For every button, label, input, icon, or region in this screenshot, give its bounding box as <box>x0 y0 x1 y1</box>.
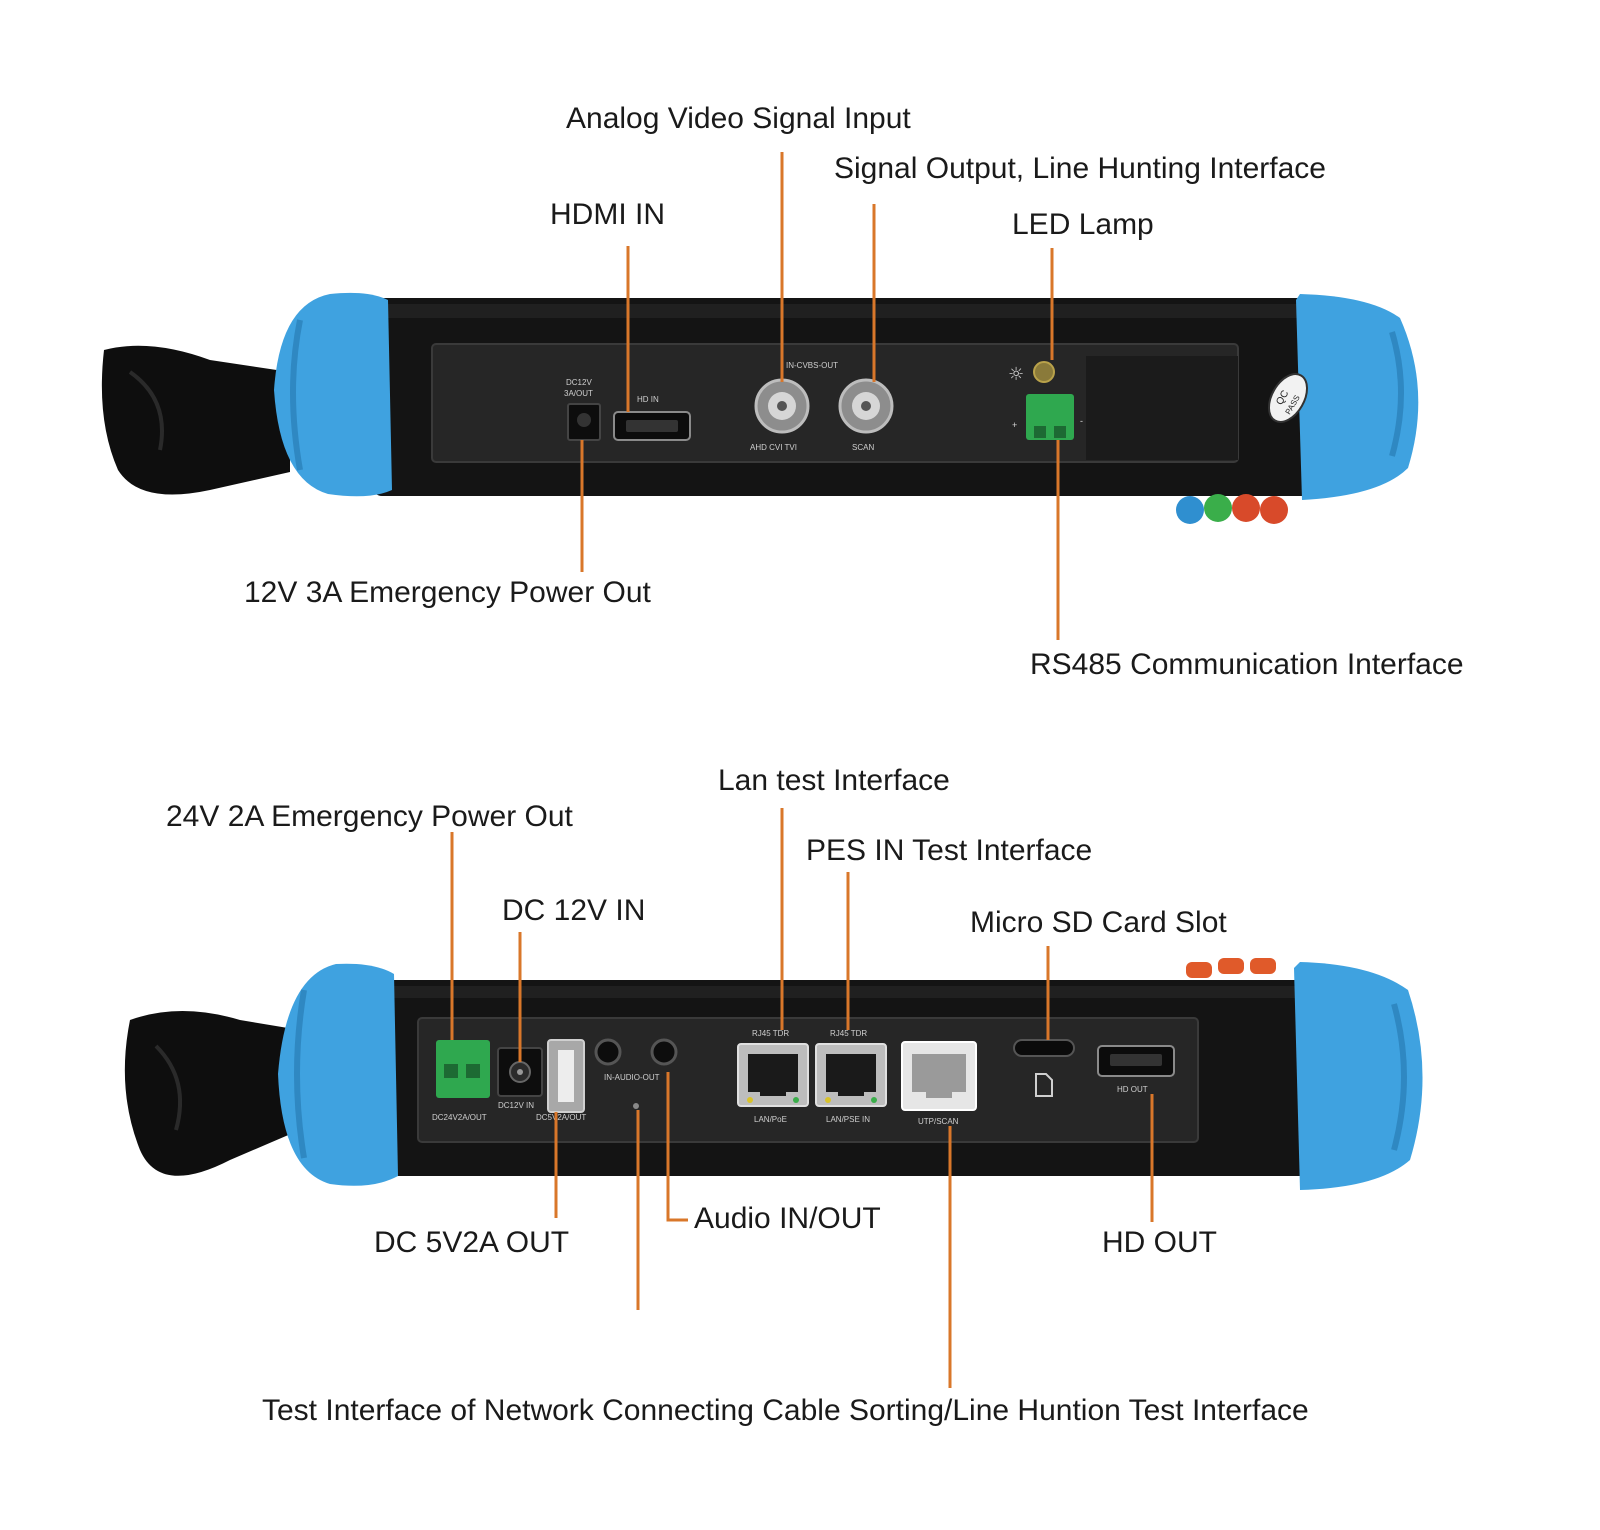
top-marking-hd-in: HD IN <box>637 395 659 404</box>
top-marking-dc12v: DC12V <box>566 378 592 387</box>
top-left-bumper <box>274 292 392 497</box>
label-hd-out: HD OUT <box>1102 1226 1217 1259</box>
top-right-bumper <box>1296 294 1419 500</box>
bottom-marking-hd-out: HD OUT <box>1117 1085 1148 1094</box>
rj45-port-lan-poe <box>737 1043 809 1107</box>
label-audio-in-out: Audio IN/OUT <box>694 1202 881 1235</box>
label-cable-sorting-test: Test Interface of Network Connecting Cab… <box>262 1394 1309 1427</box>
bnc-connector-in <box>754 378 810 434</box>
top-marking-minus: - <box>1080 416 1083 426</box>
qc-pass-sticker: QC PASS <box>1268 373 1308 423</box>
bottom-marking-dc12v-in: DC12V IN <box>498 1101 534 1110</box>
label-signal-output-line-hunting: Signal Output, Line Hunting Interface <box>834 152 1326 185</box>
bottom-marking-lan-pse-in: LAN/PSE IN <box>826 1115 870 1124</box>
micro-sd-slot <box>1013 1039 1075 1057</box>
bottom-marking-dc24v2a-out: DC24V2A/OUT <box>432 1113 487 1122</box>
bottom-marking-rj45-tdr-1: RJ45 TDR <box>752 1029 789 1038</box>
top-marking-3a-out: 3A/OUT <box>564 389 593 398</box>
leader-audio-in-out <box>666 1072 688 1222</box>
label-lan-test-interface: Lan test Interface <box>718 764 950 797</box>
bottom-device: DC24V2A/OUT DC12V IN DC5V2A/OUT IN-AUDIO… <box>124 958 1423 1190</box>
label-rs485: RS485 Communication Interface <box>1030 648 1464 681</box>
microphone-hole <box>633 1103 639 1109</box>
bottom-right-bumper <box>1294 962 1423 1190</box>
rj45-port-utp-scan <box>901 1041 977 1111</box>
lamp-icon: ☼ <box>1008 364 1024 385</box>
bottom-marking-utp-scan: UTP/SCAN <box>918 1117 959 1126</box>
top-marking-plus: + <box>1012 420 1017 430</box>
top-marking-in-cvbs-out: IN-CVBS-OUT <box>786 361 838 370</box>
audio-in-jack <box>594 1038 622 1066</box>
led-lamp <box>1033 361 1055 383</box>
rs485-terminal <box>1026 394 1074 440</box>
bottom-wrist-strap <box>124 1011 300 1176</box>
label-led-lamp: LED Lamp <box>1012 208 1154 241</box>
bottom-marking-dc5v2a-out: DC5V2A/OUT <box>536 1113 586 1122</box>
leader-lines <box>450 152 1154 1388</box>
label-pes-in-test: PES IN Test Interface <box>806 834 1093 867</box>
label-hdmi-in: HDMI IN <box>550 198 665 231</box>
top-wrist-strap <box>101 345 290 495</box>
bottom-left-bumper <box>278 963 398 1186</box>
top-marking-ahd-cvi-tvi: AHD CVI TVI <box>750 443 797 452</box>
audio-out-jack <box>650 1038 678 1066</box>
bnc-connector-out <box>838 378 894 434</box>
dc24v-terminal <box>436 1040 490 1098</box>
label-dc-12v-in: DC 12V IN <box>502 894 646 927</box>
label-12v-power-out: 12V 3A Emergency Power Out <box>244 576 651 609</box>
bottom-marking-in-audio-out: IN-AUDIO-OUT <box>604 1073 660 1082</box>
top-dark-label-block <box>1086 356 1238 460</box>
sd-card-icon <box>1035 1073 1053 1097</box>
label-micro-sd-card-slot: Micro SD Card Slot <box>970 906 1227 939</box>
bottom-marking-lan-poe: LAN/PoE <box>754 1115 787 1124</box>
top-device: DC12V 3A/OUT HD IN IN-CVBS-OUT AHD CVI T… <box>101 292 1419 524</box>
bottom-marking-rj45-tdr-2: RJ45 TDR <box>830 1029 867 1038</box>
rj45-port-lan-pse-in <box>815 1043 887 1107</box>
label-dc-5v2a-out: DC 5V2A OUT <box>374 1226 570 1259</box>
label-analog-video-signal-input: Analog Video Signal Input <box>566 102 911 135</box>
top-marking-scan: SCAN <box>852 443 874 452</box>
label-24v-power-out: 24V 2A Emergency Power Out <box>166 800 573 833</box>
